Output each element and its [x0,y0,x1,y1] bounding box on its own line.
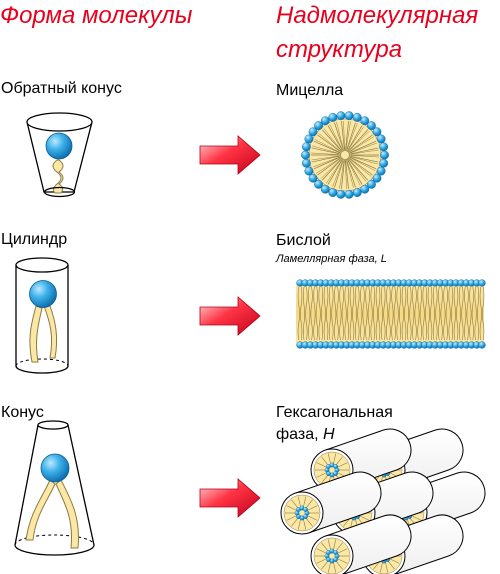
bilayer-head-top [478,279,486,287]
micelle-head [380,150,389,160]
micelle-head [320,184,330,194]
hexagonal-phase-icon [280,428,486,574]
micelle-head [328,113,338,122]
phase-label-lamellar: Ламеллярная фаза, L [276,253,387,265]
micelle-head [308,173,318,183]
arrow-right-icon [199,296,261,336]
shape-label-reverse-cone: Обратный конус [1,80,122,97]
structure-label-bilayer: Бислой [276,232,331,249]
micelle-head [301,150,310,160]
structure-label-micelle: Мицелла [276,82,344,99]
micelle-head [304,166,314,176]
cylinder-icon [15,257,69,374]
micelle-head [304,134,314,144]
reverse-cone-icon [26,112,93,198]
micelle-head [328,188,338,197]
micelle-head [372,173,382,183]
micelle-head [367,121,376,131]
micelle-head [379,158,389,168]
micelle-head [352,113,362,122]
micelle-head [314,179,323,189]
micelle-icon [301,111,389,199]
micelle-head [301,142,311,152]
left-column-header: Форма молекулы [0,2,193,29]
shape-label-cylinder: Цилиндр [1,231,68,248]
bilayer-head-bottom [478,341,486,349]
micelle-head [372,127,382,137]
micelle-head [376,134,386,144]
micelle-head [360,184,370,194]
arrow-right-icon [199,478,261,518]
right-column-header-line2: структура [276,36,403,63]
micelle-head [301,158,311,168]
micelle-head [308,127,318,137]
micelle-head [320,116,330,126]
right-column-header-line1: Надмолекулярная [276,2,479,29]
arrow-right-icon [199,135,261,175]
phase-label-hexagonal: фаза, H [276,425,335,445]
phase-label-hexagonal-text: фаза, [276,426,324,443]
structure-label-hexagonal: Гексагональная [276,404,393,421]
shape-label-cone: Конус [1,404,44,421]
micelle-head [344,189,354,199]
micelle-head [344,111,354,121]
phase-symbol-h: H [323,426,335,443]
micelle-head [376,166,386,176]
micelle-head [314,121,323,131]
micelle-head [379,142,389,152]
cone-icon [14,420,95,556]
micelle-head [336,111,346,121]
micelle-head [360,116,370,126]
micelle-head [367,179,376,189]
micelle-head [336,189,346,199]
bilayer-icon [296,279,486,349]
micelle-head [352,188,362,197]
